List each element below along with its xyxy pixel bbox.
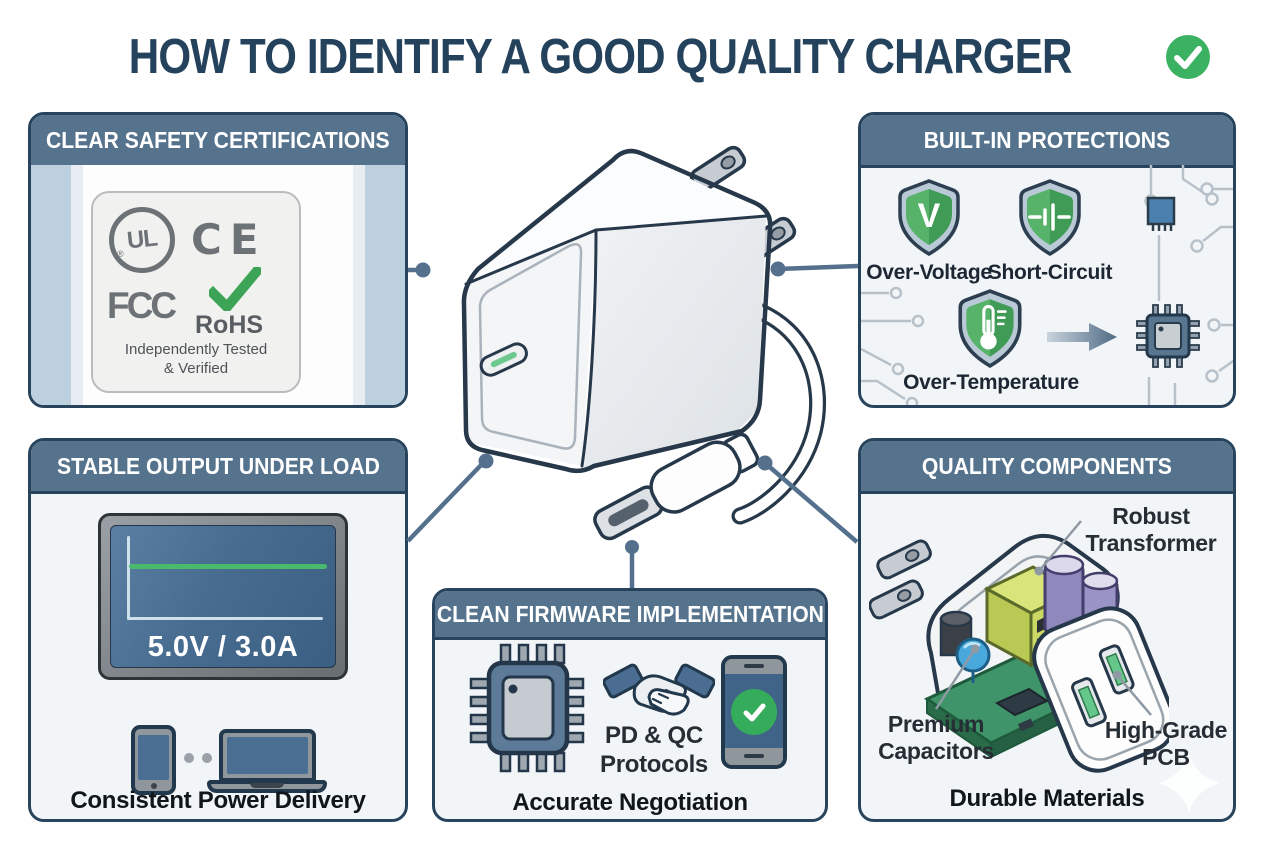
protection-label-over-voltage: Over-Voltage — [866, 261, 992, 284]
charger-illustration — [461, 145, 826, 541]
panel-firmware-title: CLEAN FIRMWARE IMPLEMENTATION — [436, 600, 824, 627]
ul-logo: UL — [109, 207, 175, 273]
panel-certifications-header: CLEAR SAFETY CERTIFICATIONS — [31, 115, 405, 168]
phone-icon — [131, 725, 176, 795]
panel-quality-title: QUALITY COMPONENTS — [921, 452, 1173, 479]
panel-protections-header: BUILT-IN PROTECTIONS — [861, 115, 1233, 168]
callout-capacitors-line2: Capacitors — [878, 738, 994, 764]
handshake-icon — [603, 663, 715, 716]
certification-label-card: UL ® CE FCC RoHS Independently Tested & … — [91, 191, 301, 393]
panel-quality-header: QUALITY COMPONENTS — [861, 441, 1233, 494]
protocols-line1: PD & QC — [605, 722, 703, 749]
firmware-caption: Accurate Negotiation — [512, 789, 748, 816]
callout-capacitors: Premium Capacitors — [861, 711, 1011, 765]
label-strip-left-inner — [71, 165, 83, 405]
panel-firmware: CLEAN FIRMWARE IMPLEMENTATION — [432, 588, 828, 822]
panel-output-body: 5.0V / 3.0A Consistent Power Delivery — [31, 491, 405, 819]
cert-note-line1: Independently Tested — [124, 341, 268, 358]
panel-firmware-header: CLEAN FIRMWARE IMPLEMENTATION — [435, 591, 825, 640]
sparkle-decoration — [1159, 753, 1219, 813]
rohs-logo: RoHS — [195, 311, 264, 339]
protection-label-over-temperature: Over-Temperature — [903, 371, 1079, 394]
shield-over-voltage-icon: V — [898, 179, 960, 257]
firmware-chip-icon — [469, 643, 585, 773]
protection-label-short-circuit: Short-Circuit — [987, 261, 1113, 284]
panel-quality-body: Robust Transformer Premium Capacitors Hi… — [861, 491, 1233, 819]
panel-protections-title: BUILT-IN PROTECTIONS — [923, 126, 1171, 153]
panel-output: STABLE OUTPUT UNDER LOAD 5.0V / 3.0A Con — [28, 438, 408, 822]
check-circle-icon — [1166, 35, 1211, 79]
small-chip-icon — [1146, 196, 1176, 231]
scope-reading: 5.0V / 3.0A — [147, 631, 299, 663]
flat-voltage-trace — [129, 564, 327, 569]
page-title: HOW TO IDENTIFY A GOOD QUALITY CHARGER — [128, 30, 1073, 84]
phone-home-button — [150, 783, 157, 789]
shield-voltage-glyph: V — [918, 197, 941, 235]
charger-cutaway-illustration — [869, 534, 1169, 773]
smartphone-top-cap — [725, 659, 783, 674]
callout-pcb-line1: High-Grade — [1104, 717, 1228, 743]
panel-protections-body: V Over-Voltage Short-Circuit — [861, 165, 1233, 405]
protocols-line2: Protocols — [600, 751, 708, 778]
callout-pcb: High-Grade PCB — [1091, 717, 1233, 771]
label-strip-right — [365, 165, 405, 405]
phone-screen — [138, 735, 169, 780]
ul-logo-text: UL — [125, 224, 159, 255]
output-caption: Consistent Power Delivery — [70, 787, 366, 814]
panel-firmware-body: PD & QC Protocols Accurate Negotiation — [435, 637, 825, 819]
panel-certifications-body: UL ® CE FCC RoHS Independently Tested & … — [31, 165, 405, 405]
protocols-label: PD & QC Protocols — [583, 721, 725, 779]
scope-x-axis — [127, 617, 323, 620]
cert-note-line2: & Verified — [163, 360, 229, 377]
callout-transformer: Robust Transformer — [1063, 503, 1233, 557]
oscilloscope-screen: 5.0V / 3.0A — [110, 525, 336, 668]
thermometer-glyph — [980, 304, 1007, 350]
charger-usb-c-port — [479, 342, 528, 377]
ce-logo: CE — [191, 215, 267, 264]
callout-pcb-line2: PCB — [1142, 744, 1190, 770]
quality-caption: Durable Materials — [949, 785, 1145, 812]
arrow-right-icon — [1047, 323, 1117, 351]
cutaway-prongs — [869, 539, 932, 620]
shield-over-temperature-icon — [958, 289, 1022, 369]
smartphone-bottom-cap — [725, 748, 783, 765]
fcc-logo: FCC — [107, 285, 177, 326]
laptop-screen — [227, 737, 308, 774]
charger-body — [461, 148, 773, 474]
usb-c-connector — [593, 432, 760, 541]
ul-registered-mark: ® — [117, 249, 124, 259]
panel-quality: QUALITY COMPONENTS — [858, 438, 1236, 822]
panel-certifications-title: CLEAR SAFETY CERTIFICATIONS — [46, 126, 390, 153]
callout-lines — [934, 520, 1152, 716]
panel-output-title: STABLE OUTPUT UNDER LOAD — [56, 452, 380, 479]
callout-capacitors-line1: Premium — [887, 711, 985, 737]
scope-y-axis — [127, 536, 130, 620]
rohs-check-icon — [209, 267, 261, 311]
callout-transformer-line1: Robust — [1112, 503, 1190, 529]
panel-certifications: CLEAR SAFETY CERTIFICATIONS UL ® CE FCC … — [28, 112, 408, 408]
panel-output-header: STABLE OUTPUT UNDER LOAD — [31, 441, 405, 494]
laptop-icon — [219, 729, 316, 782]
shield-short-circuit-icon — [1019, 179, 1081, 257]
firmware-check-icon — [731, 689, 777, 735]
label-strip-left — [31, 165, 71, 405]
circuit-traces-left — [861, 286, 925, 405]
laptop-base — [207, 780, 327, 793]
label-strip-right-inner — [353, 165, 365, 405]
callout-transformer-line2: Transformer — [1085, 530, 1217, 556]
page-title-row: HOW TO IDENTIFY A GOOD QUALITY CHARGER — [0, 18, 1264, 96]
microchip-icon — [1136, 304, 1200, 368]
oscilloscope: 5.0V / 3.0A — [98, 513, 348, 680]
cutaway-front-face — [1032, 606, 1169, 773]
panel-protections: BUILT-IN PROTECTIONS — [858, 112, 1236, 408]
smartphone-check-icon — [721, 655, 787, 769]
